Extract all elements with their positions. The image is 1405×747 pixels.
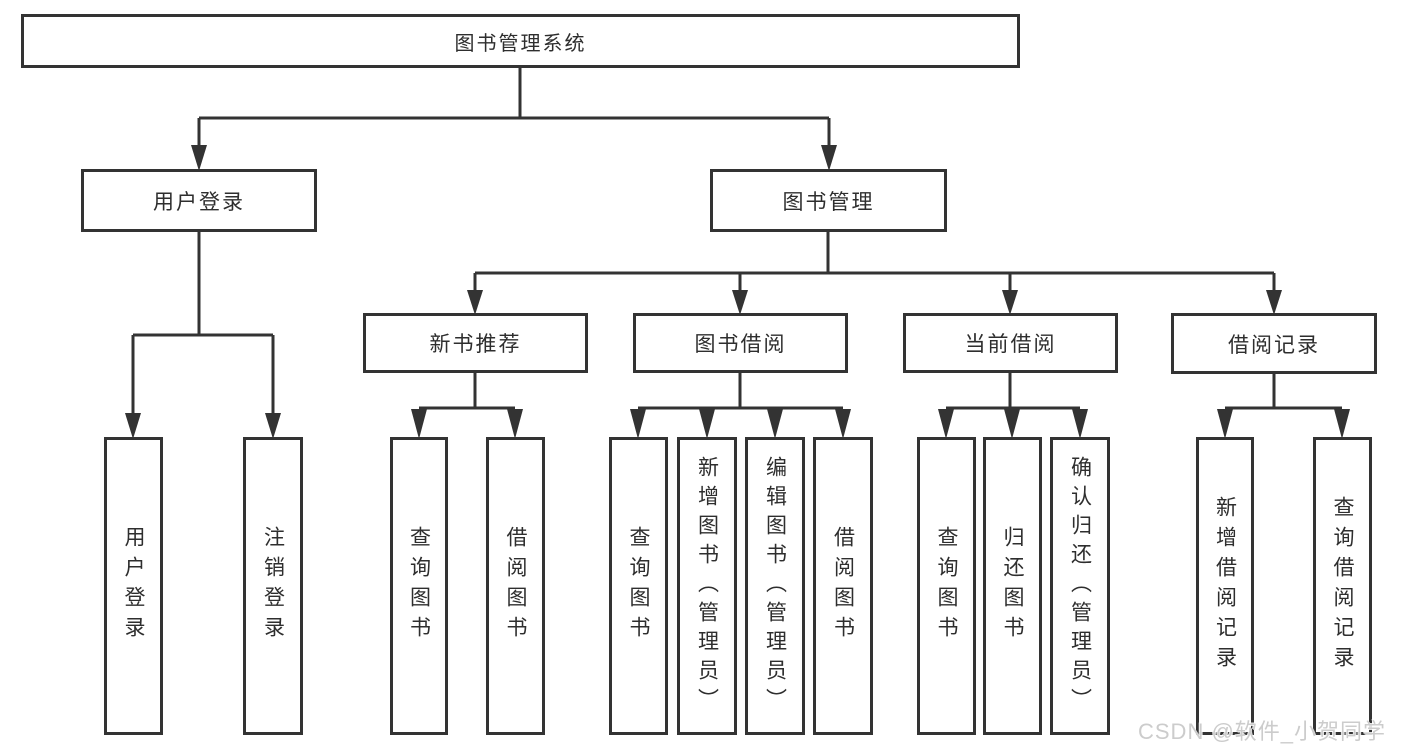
node-new-book-recommend: 新书推荐: [363, 313, 588, 373]
leaf-query-books-1: 查询图书: [390, 437, 448, 735]
leaf-logout: 注销登录: [243, 437, 303, 735]
node-library-system-label: 图书管理系统: [454, 32, 587, 55]
node-borrow-records-label: 借阅记录: [1228, 333, 1320, 357]
leaf-query-books-3: 查询图书: [917, 437, 976, 735]
leaf-query-books-3-label: 查询图书: [935, 526, 959, 646]
csdn-watermark: CSDN @软件_小贺同学: [1138, 719, 1387, 744]
leaf-query-borrow-record: 查询借阅记录: [1313, 437, 1372, 735]
node-user-login-label: 用户登录: [153, 190, 245, 214]
leaf-user-login: 用户登录: [104, 437, 163, 735]
node-current-borrow: 当前借阅: [903, 313, 1118, 373]
leaf-borrow-books-1: 借阅图书: [486, 437, 545, 735]
leaf-confirm-return-admin-label: 确认归还（管理员）: [1068, 455, 1092, 717]
leaf-query-borrow-record-label: 查询借阅记录: [1331, 496, 1355, 676]
node-book-borrow: 图书借阅: [633, 313, 848, 373]
leaf-add-books-admin: 新增图书（管理员）: [677, 437, 737, 735]
leaf-borrow-books-2-label: 借阅图书: [831, 526, 855, 646]
node-current-borrow-label: 当前借阅: [964, 333, 1057, 356]
node-library-system: 图书管理系统: [21, 14, 1020, 68]
node-borrow-records: 借阅记录: [1171, 313, 1377, 374]
leaf-add-borrow-record: 新增借阅记录: [1196, 437, 1254, 735]
leaf-return-books-label: 归还图书: [1001, 526, 1025, 646]
leaf-query-books-1-label: 查询图书: [407, 526, 431, 646]
node-book-borrow-label: 图书借阅: [694, 333, 787, 356]
node-book-management: 图书管理: [710, 169, 947, 232]
leaf-edit-books-admin-label: 编辑图书（管理员）: [763, 455, 787, 717]
leaf-edit-books-admin: 编辑图书（管理员）: [745, 437, 805, 735]
leaf-query-books-2: 查询图书: [609, 437, 668, 735]
leaf-user-login-label: 用户登录: [122, 526, 146, 646]
leaf-confirm-return-admin: 确认归还（管理员）: [1050, 437, 1110, 735]
node-user-login: 用户登录: [81, 169, 317, 232]
leaf-add-borrow-record-label: 新增借阅记录: [1213, 496, 1237, 676]
node-new-book-recommend-label: 新书推荐: [429, 333, 522, 356]
leaf-borrow-books-1-label: 借阅图书: [504, 526, 528, 646]
leaf-query-books-2-label: 查询图书: [627, 526, 651, 646]
node-book-management-label: 图书管理: [782, 190, 875, 214]
leaf-borrow-books-2: 借阅图书: [813, 437, 873, 735]
leaf-return-books: 归还图书: [983, 437, 1042, 735]
leaf-logout-label: 注销登录: [261, 526, 285, 646]
leaf-add-books-admin-label: 新增图书（管理员）: [695, 455, 719, 717]
